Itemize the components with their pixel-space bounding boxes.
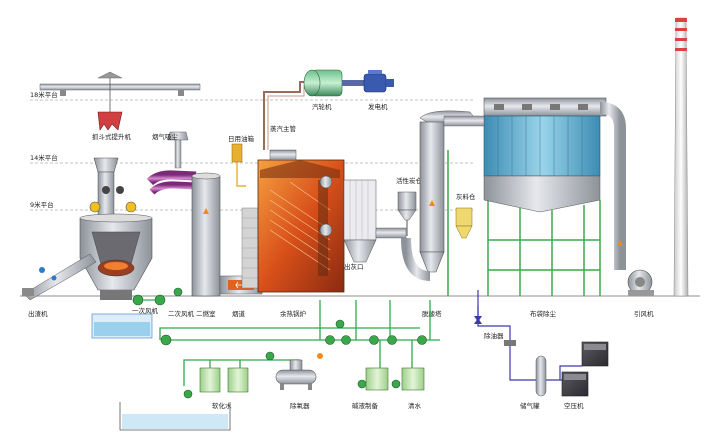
water-pool (119, 402, 231, 431)
turbine (303, 69, 364, 97)
label-ash-outlet: 出灰口 (344, 262, 364, 271)
label-daily-oil-tank: 日用油箱 (228, 134, 255, 143)
activated-carbon-bin (397, 191, 417, 236)
induced-fan (627, 269, 654, 296)
label-steam-drum: 蒸汽主管 (270, 124, 297, 133)
daily-oil-tank (231, 143, 246, 187)
lime-bin (455, 207, 473, 239)
label-activated-carbon: 活性炭仓 (396, 176, 423, 185)
air-compressors (561, 341, 609, 397)
label-deaerator: 除氧器 (290, 401, 310, 410)
label-clean-water: 清水 (408, 401, 422, 410)
label-bag-filter: 布袋除尘 (530, 309, 557, 318)
label-gas-tank: 储气罐 (520, 401, 540, 410)
deaerator (275, 353, 323, 390)
label-deaerator-pump: 除油器 (484, 331, 504, 340)
label-alkali-prep: 碱液制备 (352, 401, 379, 410)
flue-dust-hood (167, 131, 189, 169)
valves (474, 316, 516, 346)
label-induced-fan: 引风机 (634, 309, 654, 318)
purple-air-duct (146, 170, 197, 195)
outlet-duct (599, 102, 626, 270)
label-crane: 抓斗式提升机 (92, 132, 132, 141)
label-generator: 发电机 (368, 102, 388, 111)
fans-left (132, 287, 183, 306)
bag-filter (443, 97, 607, 296)
water-pumps (160, 319, 427, 399)
label-flue: 烟道 (232, 309, 246, 318)
chimney (652, 17, 689, 297)
label-secondary-chamber: 二燃室 (196, 309, 216, 318)
quench-tank (91, 313, 153, 339)
crane (39, 71, 201, 131)
grab-bucket-icon (97, 111, 123, 131)
label-lime-bin: 灰料仓 (456, 192, 476, 201)
slag-conveyor (22, 253, 97, 301)
label-turbine: 汽轮机 (312, 102, 332, 111)
gas-tank (535, 355, 547, 397)
waste-heat-boiler (241, 149, 345, 293)
cyclone (343, 179, 407, 263)
alkali-tank (365, 367, 389, 391)
level-14m: 14米平台 (30, 153, 58, 162)
generator (363, 70, 394, 93)
label-secondary-fan: 二次风机 (168, 309, 195, 318)
label-primary-fan: 一次风机 (132, 306, 159, 315)
label-spray-tower: 脱酸塔 (422, 309, 442, 318)
soft-water-tanks (199, 367, 249, 393)
label-soft-water: 软化水 (212, 401, 232, 410)
level-18m: 18米平台 (30, 90, 58, 99)
label-air-compressor: 空压机 (564, 401, 584, 410)
label-flue-dust-hood: 烟气吸尘 (152, 132, 179, 141)
secondary-chamber (191, 172, 221, 297)
label-waste-heat-boiler: 余热锅炉 (280, 309, 307, 318)
clean-water-tank (401, 367, 425, 391)
level-9m: 9米平台 (30, 200, 54, 209)
label-slag-machine: 出渣机 (28, 309, 48, 318)
incinerator (79, 157, 153, 300)
